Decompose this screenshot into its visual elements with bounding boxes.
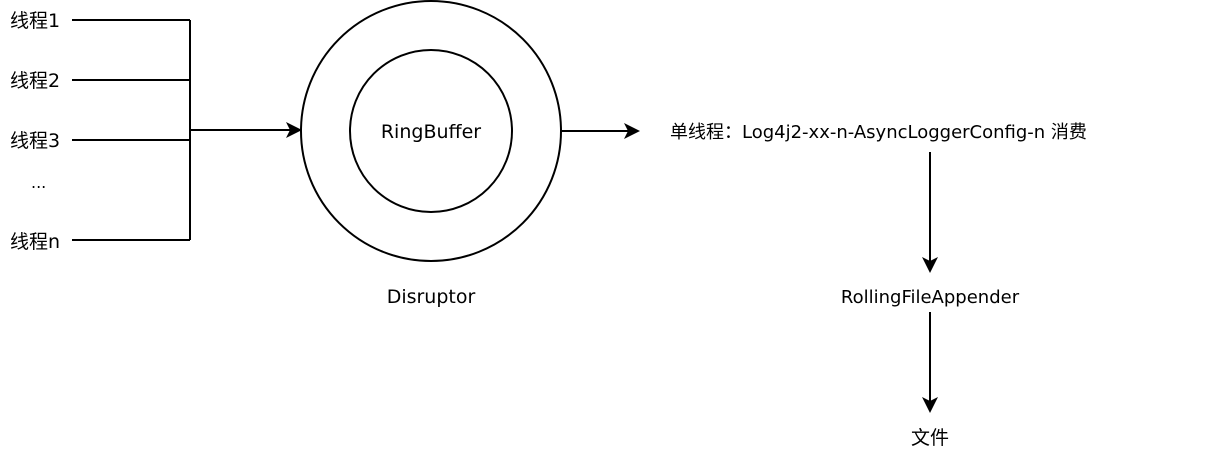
disruptor-caption: Disruptor bbox=[387, 286, 476, 308]
disruptor-to-consumer-arrowhead bbox=[624, 123, 640, 139]
appender-label: RollingFileAppender bbox=[841, 287, 1020, 308]
consumer-to-appender-arrowhead bbox=[922, 257, 938, 273]
thread-label-3: 线程3 bbox=[10, 130, 60, 152]
appender-to-file-arrowhead bbox=[922, 397, 938, 413]
thread-label-n: 线程n bbox=[10, 231, 60, 253]
ringbuffer-label: RingBuffer bbox=[381, 121, 481, 143]
thread-label-ellipsis: ... bbox=[31, 173, 46, 192]
file-label: 文件 bbox=[911, 427, 949, 449]
ringbuffer-inner-ring bbox=[349, 49, 513, 213]
thread-label-2: 线程2 bbox=[10, 70, 60, 92]
bus-to-disruptor-arrowhead bbox=[286, 122, 302, 138]
consumer-label: 单线程：Log4j2-xx-n-AsyncLoggerConfig-n 消费 bbox=[670, 122, 1087, 143]
thread-label-1: 线程1 bbox=[10, 10, 60, 32]
